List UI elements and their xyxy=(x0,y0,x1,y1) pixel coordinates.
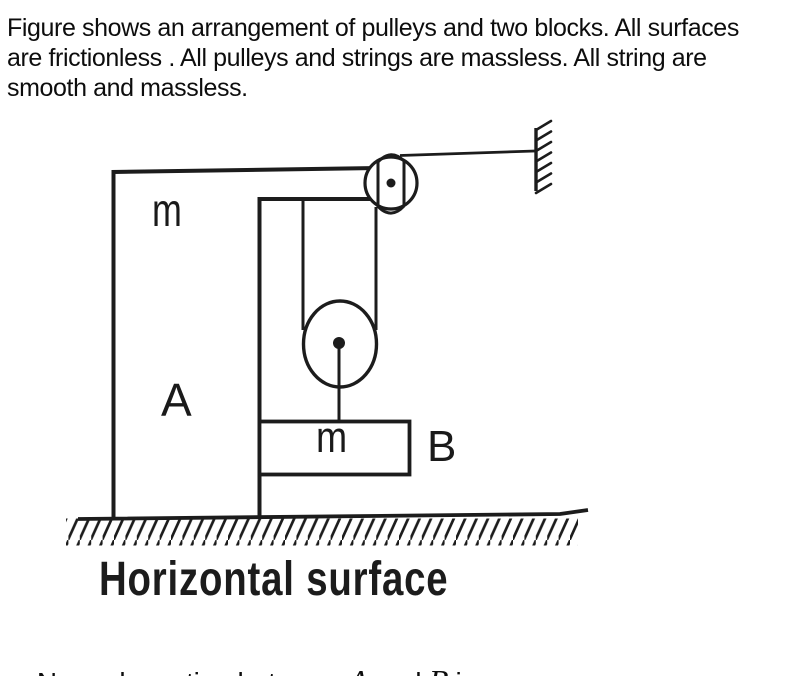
block-a-inner-edge xyxy=(257,197,378,517)
movable-pulley-axle xyxy=(333,337,345,349)
block-a-outline xyxy=(111,166,379,517)
ground-hatching xyxy=(66,518,578,546)
question-prefix: Normal reaction between xyxy=(37,667,349,676)
question-mid: and xyxy=(368,667,429,676)
wall-hatching xyxy=(534,119,553,195)
statement-line: are frictionless . All pulleys and strin… xyxy=(7,44,707,72)
variable-a: A xyxy=(349,663,369,676)
surface-caption: Horizontal surface xyxy=(99,553,449,606)
block-a-mass-label: m xyxy=(152,184,182,236)
block-b-mass-label: m xyxy=(316,413,348,462)
variable-b: B xyxy=(429,663,449,676)
block-a-label: A xyxy=(161,374,192,426)
fixed-pulley-rim-bottom xyxy=(376,204,406,215)
question-suffix: is : xyxy=(448,667,491,676)
fixed-pulley-axle xyxy=(386,178,396,188)
block-b xyxy=(257,419,412,477)
question-text: Normal reaction between A and B is : xyxy=(7,631,491,676)
wall-anchor xyxy=(534,119,553,195)
block-b-label: B xyxy=(427,422,457,471)
fixed-pulley-rim-top xyxy=(376,153,406,164)
ground-line xyxy=(77,508,589,521)
problem-statement: Figure shows an arrangement of pulleys a… xyxy=(7,13,739,103)
fixed-pulley xyxy=(363,153,419,215)
wall-string xyxy=(399,149,536,157)
statement-line: smooth and massless. xyxy=(7,74,248,102)
statement-line: Figure shows an arrangement of pulleys a… xyxy=(7,14,739,42)
